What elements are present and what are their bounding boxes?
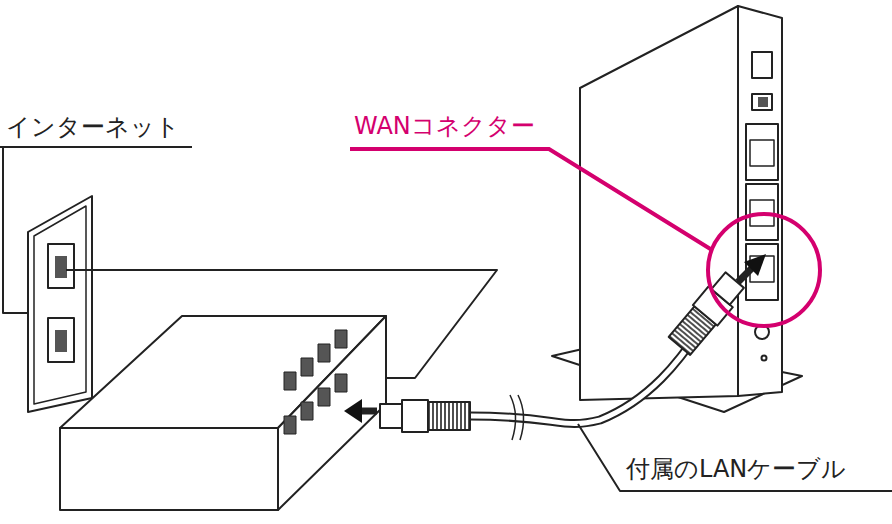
callout-label: インターネット — [4, 114, 182, 142]
lan-plug — [380, 400, 470, 432]
hub-port — [301, 358, 313, 376]
hub-port — [318, 388, 330, 406]
hub-port — [284, 372, 296, 390]
insert-arrow — [344, 399, 362, 423]
wall-outlet — [28, 196, 92, 412]
callout-label: 付属のLANケーブル — [624, 456, 848, 484]
hub-port — [335, 330, 347, 348]
callout-label: WANコネクター — [352, 113, 537, 141]
hub-port — [301, 402, 313, 420]
lan-cable — [470, 330, 700, 424]
router — [580, 6, 782, 400]
lan-cable — [470, 330, 700, 424]
lan-plug — [667, 270, 747, 356]
hub-port — [284, 416, 296, 434]
hub-port — [318, 344, 330, 362]
hub — [60, 316, 386, 510]
leader-line — [578, 424, 892, 491]
highlight-circle — [708, 214, 820, 326]
insert-arrow — [744, 254, 766, 276]
leader-line — [350, 149, 712, 250]
insert-arrow — [738, 268, 752, 282]
leader-line — [3, 147, 30, 313]
leader-line — [0, 146, 192, 148]
hub-port — [335, 374, 347, 392]
